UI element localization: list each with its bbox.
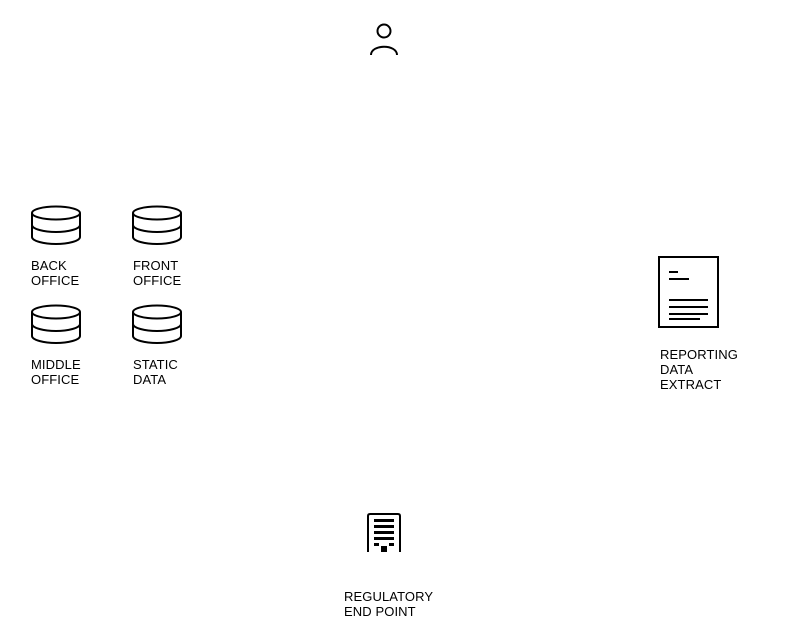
database-icon: [132, 205, 182, 246]
user-node: [368, 22, 400, 56]
static-data-label: STATIC DATA: [133, 357, 178, 387]
database-icon: [31, 205, 81, 246]
reporting-data-extract-node: REPORTING DATA EXTRACT: [658, 256, 758, 396]
person-icon: [370, 23, 398, 56]
front-office-label: FRONT OFFICE: [133, 258, 182, 288]
document-icon: [658, 256, 719, 328]
front-office-node: FRONT OFFICE: [131, 205, 211, 295]
regulatory-end-point-node: REGULATORY END POINT: [343, 513, 453, 619]
reporting-data-extract-label: REPORTING DATA EXTRACT: [660, 347, 738, 392]
static-data-node: STATIC DATA: [131, 304, 211, 394]
middle-office-node: MIDDLE OFFICE: [30, 304, 110, 394]
back-office-node: BACK OFFICE: [30, 205, 110, 295]
back-office-label: BACK OFFICE: [31, 258, 80, 288]
server-icon: [367, 513, 401, 552]
regulatory-end-point-label: REGULATORY END POINT: [344, 589, 434, 619]
database-icon: [132, 304, 182, 345]
middle-office-label: MIDDLE OFFICE: [31, 357, 81, 387]
database-icon: [31, 304, 81, 345]
